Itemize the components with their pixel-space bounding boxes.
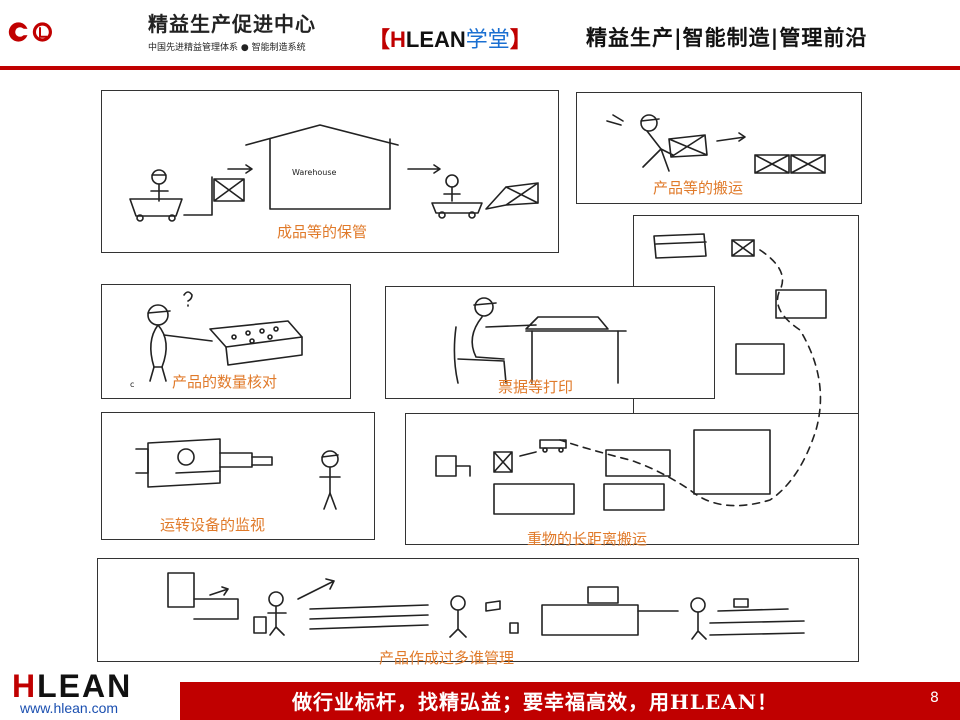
caption-count: 产品的数量核对 bbox=[172, 373, 278, 391]
brand-title: 【HLEAN学堂】 bbox=[368, 22, 532, 54]
footer-logo-rest: LEAN bbox=[37, 668, 133, 704]
count-mark: c bbox=[130, 380, 134, 389]
caption-carry: 产品等的搬运 bbox=[653, 179, 744, 197]
warehouse-sketch-icon: Warehouse bbox=[129, 124, 539, 222]
panel-carry: 产品等的搬运 bbox=[576, 92, 862, 204]
footer-slogan: 做行业标杆，找精弘益；要幸福高效，用HLEAN！ bbox=[292, 690, 779, 714]
brand-school: 学堂 bbox=[465, 27, 510, 52]
caption-print: 票据等打印 bbox=[498, 378, 574, 396]
overproduction-sketch-icon bbox=[167, 572, 805, 640]
panel-monitor: 运转设备的监视 bbox=[101, 412, 375, 540]
logo-name: 精益生产促进中心 bbox=[148, 12, 316, 36]
caption-heavy: 重物的长距离搬运 bbox=[527, 530, 648, 548]
panel-print: 票据等打印 bbox=[385, 286, 715, 399]
counting-sketch-icon: c bbox=[130, 291, 303, 389]
carry-sketch-icon bbox=[606, 114, 826, 174]
panel-count: c 产品的数量核对 bbox=[101, 284, 351, 399]
monitoring-sketch-icon bbox=[135, 438, 341, 510]
brand-bracket-open: 【 bbox=[368, 27, 391, 52]
brand-lean: LEAN bbox=[405, 27, 466, 52]
footer-logo-h: H bbox=[12, 668, 38, 704]
page-number: 8 bbox=[930, 690, 939, 706]
header: 精益生产促进中心 中国先进精益管理体系 ● 智能制造系统 【HLEAN学堂】 精… bbox=[0, 0, 960, 70]
caption-monitor: 运转设备的监视 bbox=[160, 516, 266, 534]
header-tagline: 精益生产|智能制造|管理前沿 bbox=[586, 26, 868, 50]
footer-bar bbox=[180, 682, 960, 720]
brand-h: H bbox=[390, 27, 406, 52]
printing-sketch-icon bbox=[453, 297, 627, 384]
caption-multi: 产品作成过多谁管理 bbox=[379, 649, 515, 667]
header-divider bbox=[0, 66, 960, 70]
footer-logo: HLEAN bbox=[12, 668, 132, 705]
footer-url-link[interactable]: www.hlean.com bbox=[20, 700, 119, 716]
caption-storage: 成品等的保管 bbox=[277, 223, 368, 241]
company-logo-icon bbox=[8, 22, 52, 42]
panel-storage: Warehouse 成品等的保管 bbox=[101, 90, 559, 253]
warehouse-sign: Warehouse bbox=[292, 168, 337, 177]
brand-bracket-close: 】 bbox=[509, 27, 532, 52]
panel-heavy-bottom bbox=[405, 413, 859, 545]
logo-subtitle: 中国先进精益管理体系 ● 智能制造系统 bbox=[148, 43, 306, 53]
panel-multi: 产品作成过多谁管理 bbox=[97, 558, 859, 667]
